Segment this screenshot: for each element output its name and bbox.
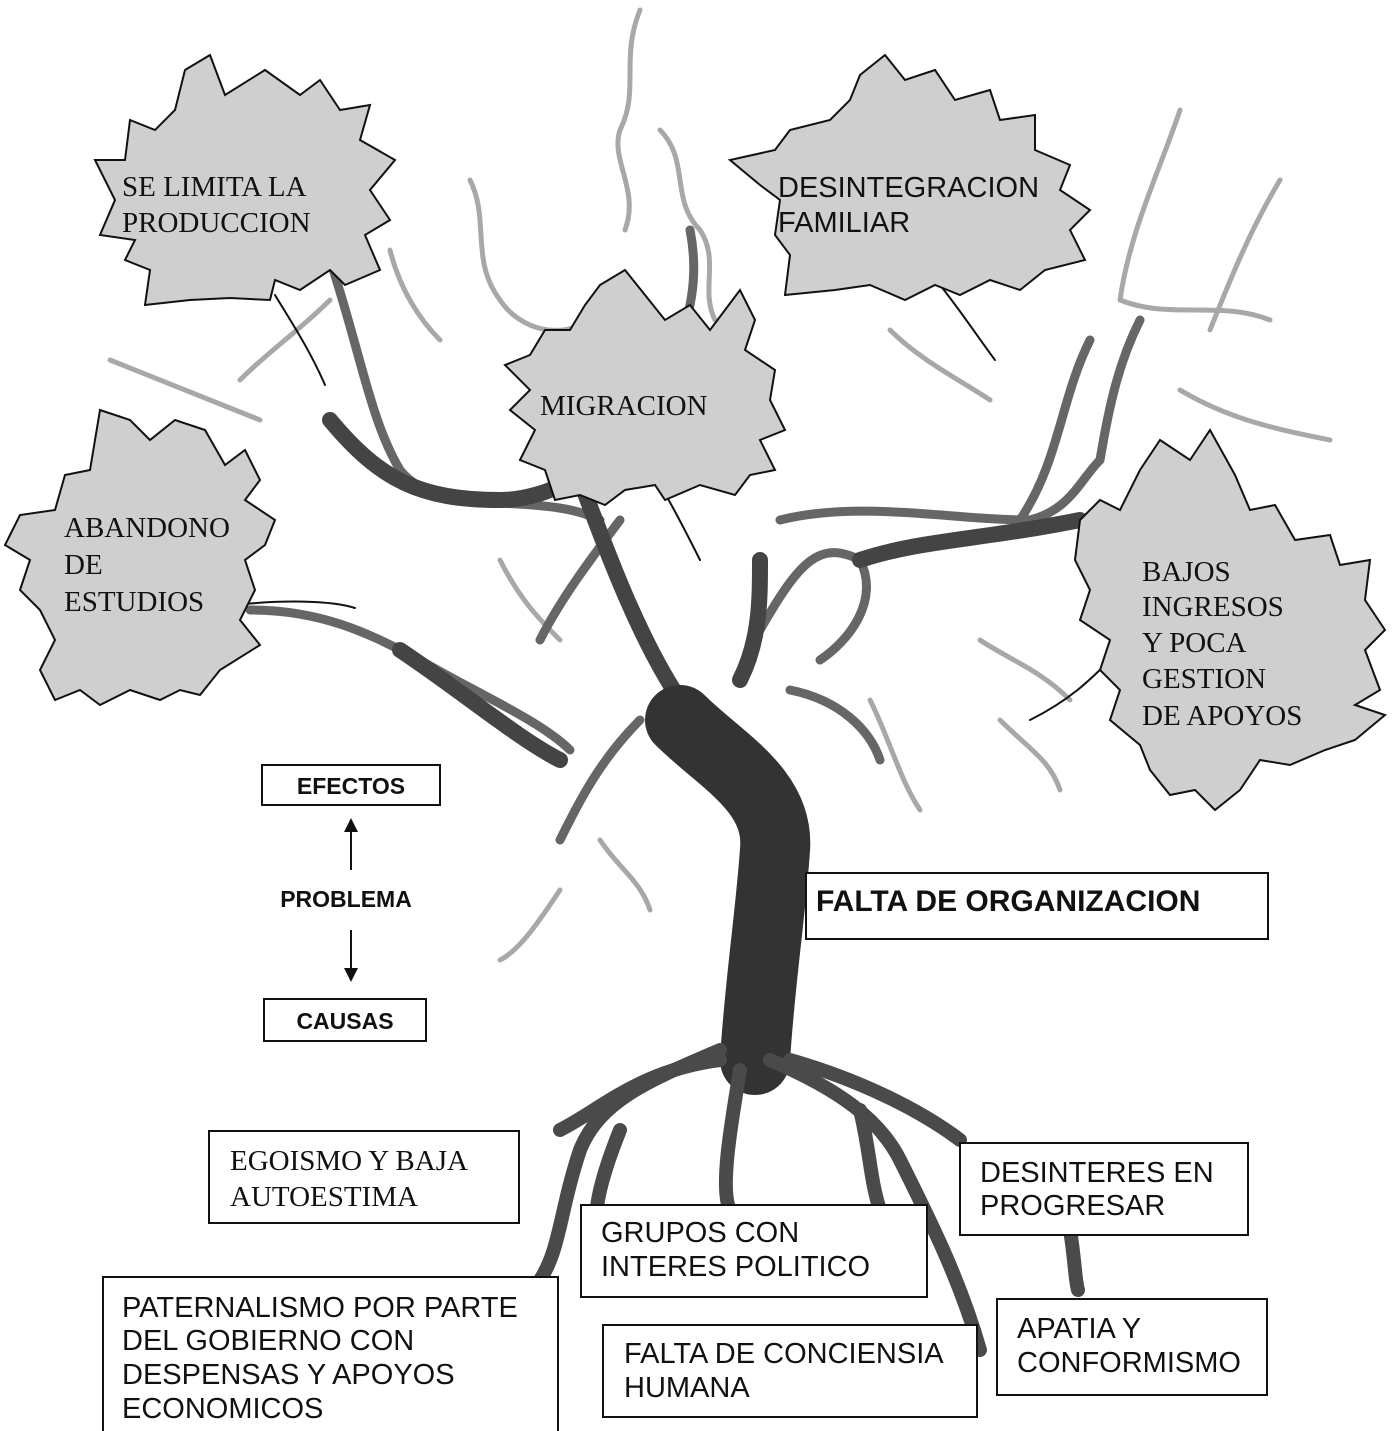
effect-leaf-bajos: BAJOS INGRESOS Y POCA GESTION DE APOYOS — [1073, 428, 1388, 812]
cause-label-egoismo: EGOISMO Y BAJA AUTOESTIMA — [230, 1145, 474, 1213]
effect-label-migracion: MIGRACION — [540, 390, 708, 422]
cause-box-apatia: APATIA Y CONFORMISMO — [996, 1298, 1268, 1396]
tree-trunk — [645, 685, 811, 1095]
legend-arrow-up — [344, 818, 358, 870]
cause-box-paternalismo: PATERNALISMO POR PARTE DEL GOBIERNO CON … — [102, 1276, 559, 1431]
cause-label-grupos: GRUPOS CON INTERES POLITICO — [601, 1217, 870, 1283]
problem-box: FALTA DE ORGANIZACION — [805, 872, 1269, 940]
effect-leaf-abandono: ABANDONO DE ESTUDIOS — [3, 408, 277, 707]
tree-twigs — [107, 7, 1333, 963]
effect-leaf-migracion: MIGRACION — [503, 268, 787, 507]
effect-leaf-desintegracion: DESINTEGRACION FAMILIAR — [727, 53, 1092, 302]
effects-group: SE LIMITA LA PRODUCCION DESINTEGRACION F… — [3, 53, 1388, 812]
tree-branches — [245, 225, 1145, 845]
cause-label-apatia: APATIA Y CONFORMISMO — [1017, 1313, 1241, 1379]
legend-problem-label: PROBLEMA — [280, 886, 412, 912]
legend-causes-label: CAUSAS — [296, 1008, 393, 1034]
legend-arrow-down — [344, 930, 358, 982]
cause-label-desinteres: DESINTERES EN PROGRESAR — [980, 1157, 1222, 1222]
problem-label: FALTA DE ORGANIZACION — [816, 885, 1200, 918]
effect-label-abandono: ABANDONO DE ESTUDIOS — [64, 512, 237, 618]
effect-label-produccion: SE LIMITA LA PRODUCCION — [122, 171, 312, 239]
cause-box-conciencia: FALTA DE CONCIENSIA HUMANA — [602, 1324, 978, 1418]
effect-label-bajos: BAJOS INGRESOS Y POCA GESTION DE APOYOS — [1142, 556, 1302, 732]
cause-box-desinteres: DESINTERES EN PROGRESAR — [959, 1142, 1249, 1236]
effect-leaf-produccion: SE LIMITA LA PRODUCCION — [93, 53, 397, 307]
legend: EFECTOS PROBLEMA CAUSAS — [261, 764, 441, 1042]
tree-roots — [533, 1043, 1085, 1357]
legend-effects-label: EFECTOS — [297, 773, 405, 799]
cause-label-conciencia: FALTA DE CONCIENSIA HUMANA — [624, 1338, 950, 1404]
effect-label-desintegracion: DESINTEGRACION FAMILIAR — [778, 172, 1047, 239]
legend-effects-box — [261, 764, 441, 806]
cause-box-egoismo: EGOISMO Y BAJA AUTOESTIMA — [208, 1130, 520, 1224]
legend-causes-box — [263, 998, 427, 1042]
cause-box-grupos: GRUPOS CON INTERES POLITICO — [580, 1204, 928, 1298]
cause-label-paternalismo: PATERNALISMO POR PARTE DEL GOBIERNO CON … — [122, 1292, 526, 1425]
causes-group: EGOISMO Y BAJA AUTOESTIMA DESINTERES EN … — [102, 1130, 1268, 1431]
